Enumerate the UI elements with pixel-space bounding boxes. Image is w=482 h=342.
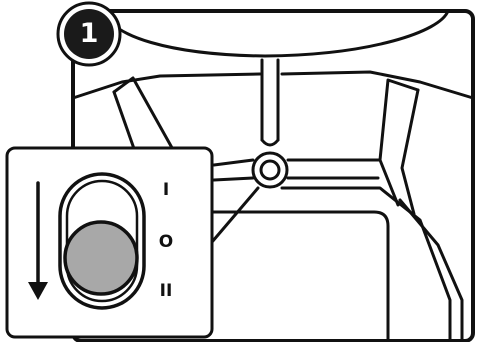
- switch-label-position-off: O: [158, 232, 174, 252]
- switch-knob: [63, 220, 139, 296]
- switch-label-position-1: I: [162, 180, 170, 200]
- tether-buckle: [251, 151, 289, 189]
- seat-back-outline: [71, 72, 262, 100]
- tether-strap: [260, 58, 280, 142]
- child-seat-shell: [210, 186, 260, 244]
- step-number: 1: [79, 18, 99, 49]
- headrest-outline: [102, 9, 450, 58]
- seat-base-panel: [210, 210, 390, 342]
- step-badge: [56, 1, 122, 67]
- switch-inset-panel: [5, 146, 214, 339]
- right-strap: [378, 78, 420, 207]
- switch-label-position-2: II: [159, 281, 173, 301]
